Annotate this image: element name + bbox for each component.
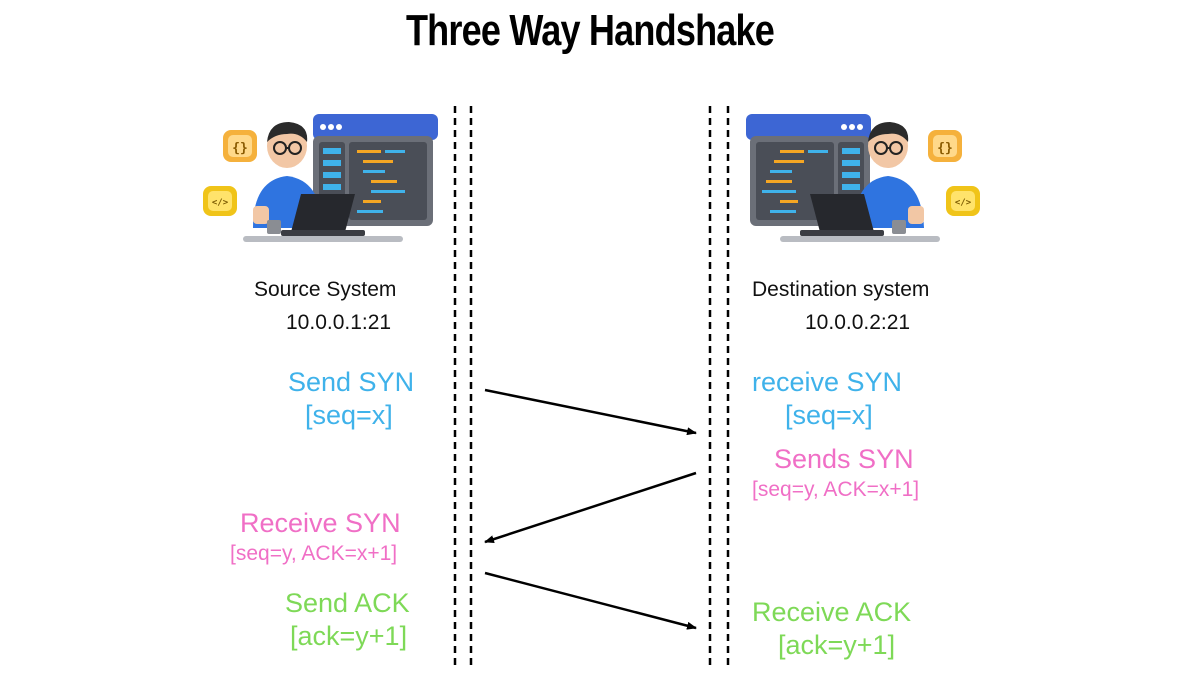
destination-developer-illustration: {} </> — [746, 114, 980, 242]
step-send-syn-label: Send SYN — [288, 367, 415, 397]
code-tag-icon: </> — [946, 186, 980, 216]
step-receive-ack-label: Receive ACK — [752, 597, 912, 627]
svg-text:{}: {} — [232, 141, 248, 156]
step-receive-syn-ack-label: Receive SYN — [240, 508, 401, 538]
arrow-syn-ack — [484, 471, 697, 544]
svg-text:</>: </> — [212, 198, 229, 208]
arrow-syn — [484, 388, 697, 436]
step-receive-syn-detail: [seq=x] — [785, 400, 873, 430]
destination-system-name: Destination system — [752, 278, 930, 301]
step-send-ack-label: Send ACK — [285, 588, 410, 618]
step-receive-syn-label: receive SYN — [752, 367, 903, 397]
diagram-title: Three Way Handshake — [405, 6, 775, 55]
source-system-address: 10.0.0.1:21 — [286, 311, 392, 334]
source-developer-illustration: {} </> — [203, 114, 438, 242]
arrow-ack — [484, 571, 697, 630]
step-receive-syn-ack-detail: [seq=y, ACK=x+1] — [230, 542, 398, 565]
svg-text:</>: </> — [955, 198, 972, 208]
step-sends-syn-label: Sends SYN — [774, 444, 914, 474]
curly-braces-icon: {} — [223, 130, 257, 162]
step-sends-syn-detail: [seq=y, ACK=x+1] — [752, 478, 920, 501]
curly-braces-icon: {} — [928, 130, 962, 162]
source-system-name: Source System — [254, 278, 397, 301]
step-send-syn-detail: [seq=x] — [305, 400, 393, 430]
step-receive-ack-detail: [ack=y+1] — [778, 630, 896, 660]
svg-text:{}: {} — [937, 141, 953, 156]
step-send-ack-detail: [ack=y+1] — [290, 621, 408, 651]
code-tag-icon: </> — [203, 186, 237, 216]
destination-system-address: 10.0.0.2:21 — [805, 311, 911, 334]
